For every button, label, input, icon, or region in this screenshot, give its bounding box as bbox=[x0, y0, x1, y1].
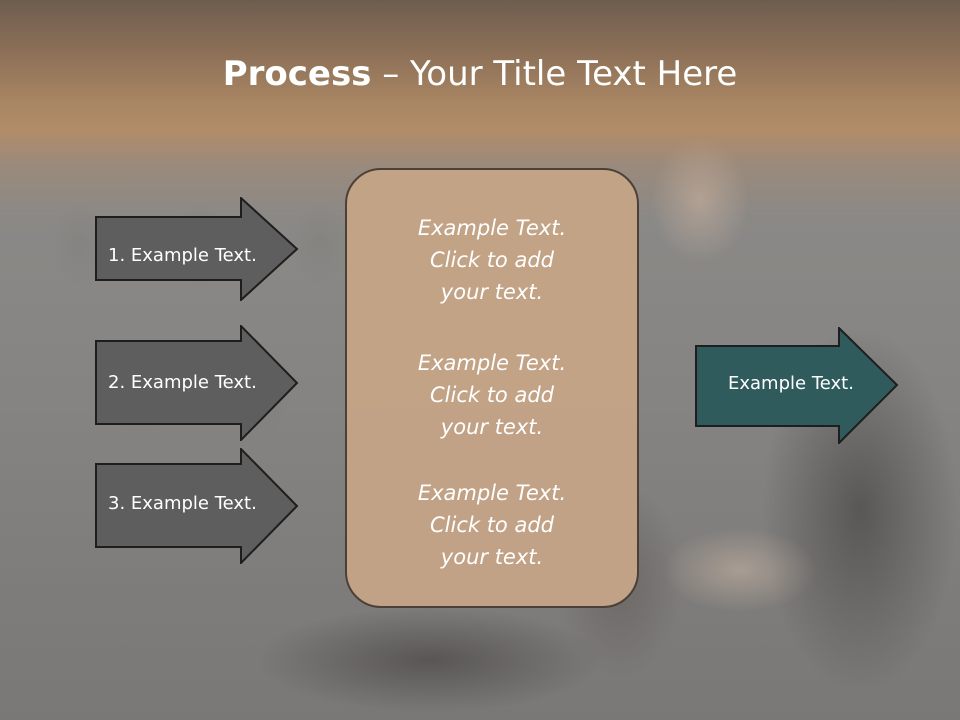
left-arrow-2[interactable]: 2. Example Text. bbox=[95, 325, 299, 441]
right-arrow-label: Example Text. bbox=[728, 373, 854, 394]
center-text-line: Example Text. bbox=[417, 216, 567, 240]
arrow-shape-icon bbox=[95, 325, 299, 441]
left-arrow-3[interactable]: 3. Example Text. bbox=[95, 448, 299, 564]
center-text-block-2[interactable]: Example Text. Click to add your text. bbox=[345, 347, 639, 443]
arrow-shape-icon bbox=[95, 197, 299, 301]
title-rest: – Your Title Text Here bbox=[371, 54, 738, 94]
center-text-block-1[interactable]: Example Text. Click to add your text. bbox=[345, 212, 639, 308]
left-arrow-3-label: 3. Example Text. bbox=[108, 493, 257, 514]
arrow-shape-icon bbox=[95, 448, 299, 564]
slide-title[interactable]: Process – Your Title Text Here bbox=[0, 52, 960, 96]
left-arrow-2-label: 2. Example Text. bbox=[108, 372, 257, 393]
center-text-line: Click to add bbox=[429, 383, 554, 407]
center-text-block-3[interactable]: Example Text. Click to add your text. bbox=[345, 477, 639, 573]
right-arrow[interactable]: Example Text. bbox=[695, 327, 899, 444]
left-arrow-1-label: 1. Example Text. bbox=[108, 245, 257, 266]
center-text-line: your text. bbox=[440, 280, 544, 304]
center-content-box[interactable] bbox=[345, 168, 639, 608]
center-text-line: your text. bbox=[440, 545, 544, 569]
center-text-line: Click to add bbox=[429, 513, 554, 537]
center-text-line: your text. bbox=[440, 415, 544, 439]
center-text-line: Example Text. bbox=[417, 481, 567, 505]
left-arrow-1[interactable]: 1. Example Text. bbox=[95, 197, 299, 301]
center-text-line: Example Text. bbox=[417, 351, 567, 375]
arrow-shape-icon bbox=[695, 327, 899, 444]
center-text-line: Click to add bbox=[429, 248, 554, 272]
title-bold-part: Process bbox=[222, 54, 372, 94]
